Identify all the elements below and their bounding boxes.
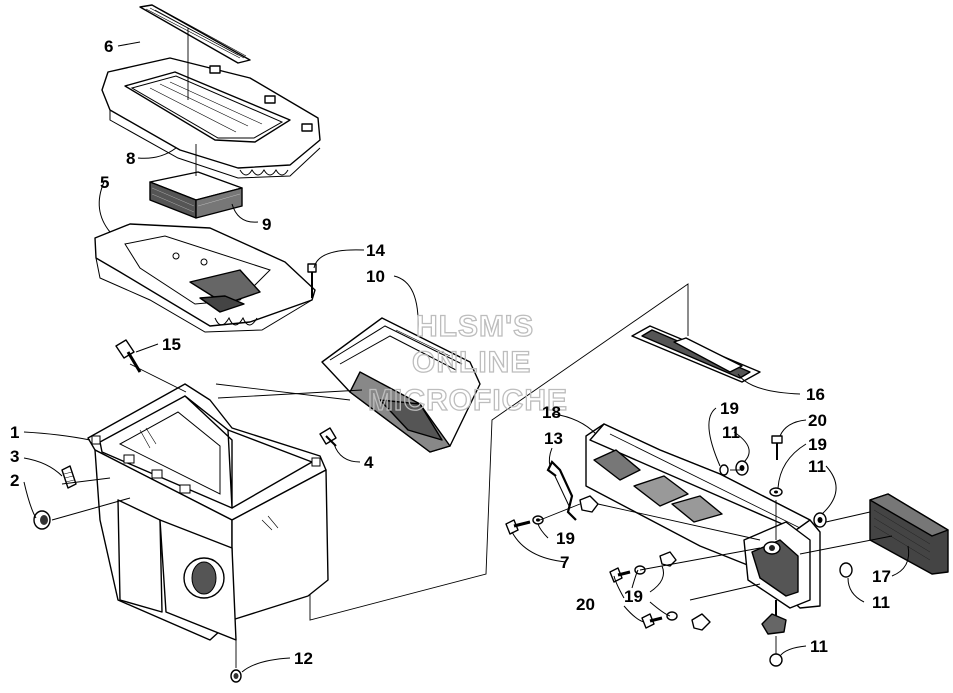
part-grommet <box>33 510 51 530</box>
callout-15: 15 <box>162 335 181 354</box>
callout-19-bottom: 19 <box>624 587 643 606</box>
callout-9: 9 <box>262 215 271 234</box>
callout-7: 7 <box>560 553 569 572</box>
part-screw-4 <box>319 427 337 447</box>
callout-11-top: 11 <box>722 423 740 442</box>
callout-11-right: 11 <box>808 457 826 476</box>
callout-2: 2 <box>10 471 19 490</box>
part-gasket <box>631 325 761 383</box>
callout-3: 3 <box>10 447 19 466</box>
part-bolt-15 <box>115 339 142 373</box>
callout-5: 5 <box>100 173 109 192</box>
part-air-box-lid <box>101 57 321 179</box>
callout-10: 10 <box>366 267 385 286</box>
leader-lines <box>23 41 910 673</box>
hardware <box>505 435 853 667</box>
callout-12: 12 <box>294 649 313 668</box>
callout-20-top: 20 <box>808 411 827 430</box>
callout-11-bottom: 11 <box>810 637 828 656</box>
callout-8: 8 <box>126 149 135 168</box>
part-intake-duct <box>321 317 481 453</box>
callout-14: 14 <box>366 241 385 260</box>
callout-13: 13 <box>544 429 563 448</box>
callout-labels: 6 8 5 9 14 10 15 1 3 2 4 12 18 13 19 7 1… <box>10 37 891 668</box>
watermark: HLSM'S ONLINE MICROFICHE <box>367 309 568 417</box>
part-base-plate <box>94 223 316 333</box>
part-foam-pad <box>869 493 949 575</box>
callout-11-lower: 11 <box>872 593 890 612</box>
callout-16: 16 <box>806 385 825 404</box>
part-wire-clip <box>546 460 577 521</box>
callout-17: 17 <box>872 567 891 586</box>
part-decal <box>139 4 251 64</box>
part-main-air-box <box>87 383 329 641</box>
callout-19-top: 19 <box>720 399 739 418</box>
callout-4: 4 <box>364 453 374 472</box>
callout-1: 1 <box>10 423 19 442</box>
watermark-line-1: HLSM'S <box>416 310 534 343</box>
callout-20-bottom: 20 <box>576 595 595 614</box>
watermark-line-2: ONLINE <box>412 346 531 379</box>
watermark-line-3: MICROFICHE <box>368 384 568 417</box>
part-silencer <box>585 423 821 609</box>
assembly-lines <box>129 28 893 668</box>
callout-19-left: 19 <box>556 529 575 548</box>
callout-18: 18 <box>542 403 561 422</box>
part-filter <box>149 171 243 219</box>
callout-19-right: 19 <box>808 435 827 454</box>
callout-6: 6 <box>104 37 113 56</box>
part-screw-14 <box>307 263 317 298</box>
part-label <box>61 465 77 489</box>
part-cap <box>230 669 242 683</box>
